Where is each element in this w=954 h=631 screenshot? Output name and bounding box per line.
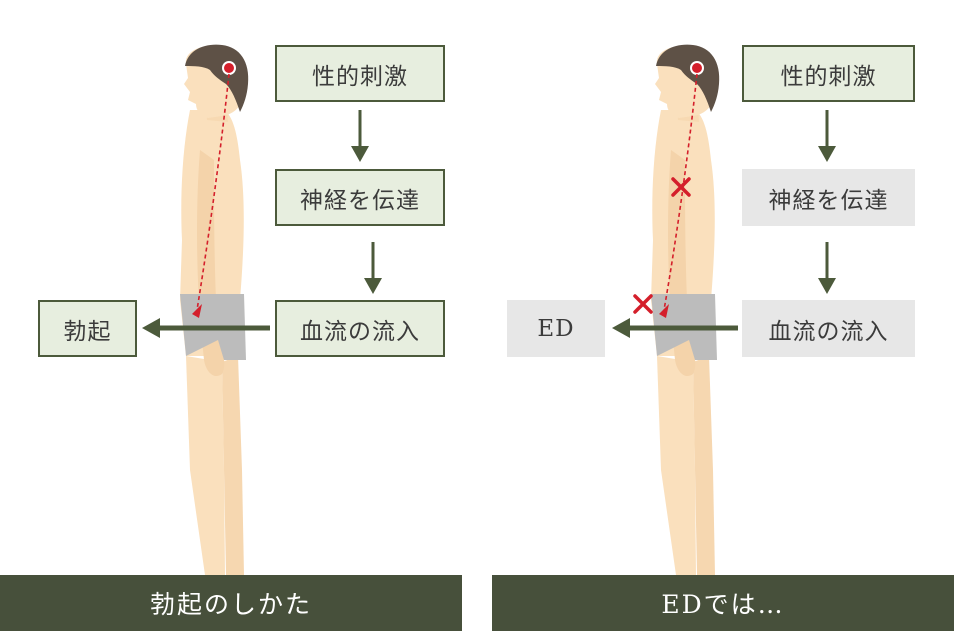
box-nerve-transmission: 神経を伝達 [742,169,915,226]
box-blood-inflow: 血流の流入 [275,300,445,357]
arrow-down-1 [351,146,369,162]
human-figure-ed [612,44,836,575]
human-figure-normal [142,44,382,575]
nerve-arrowhead [659,304,669,318]
arrow-left [142,318,160,338]
arrow-down-2 [364,278,382,294]
brain-signal-dot [222,61,236,75]
caption-in-case-of-ed: EDでは… [492,575,954,631]
panel-ed: 性的刺激 神経を伝達 血流の流入 ED EDでは… [492,0,954,631]
box-erection: 勃起 [38,300,137,357]
arrow-left [612,318,630,338]
brain-signal-dot [690,61,704,75]
arrow-down-2 [818,278,836,294]
body-silhouette [180,44,249,575]
body-silhouette [651,44,720,575]
box-ed: ED [507,300,605,357]
box-blood-inflow: 血流の流入 [742,300,915,357]
blocked-x-icon-lower [633,294,653,314]
panel-normal: 性的刺激 神経を伝達 血流の流入 勃起 勃起のしかた [0,0,462,631]
box-sexual-stimulus: 性的刺激 [742,45,915,102]
arrow-down-1 [818,146,836,162]
nerve-pathway-line [196,73,230,311]
nerve-arrowhead [192,304,202,318]
box-nerve-transmission: 神経を伝達 [275,169,445,226]
box-sexual-stimulus: 性的刺激 [275,45,445,102]
caption-how-erection-works: 勃起のしかた [0,575,462,631]
blocked-x-icon-upper [671,177,691,197]
